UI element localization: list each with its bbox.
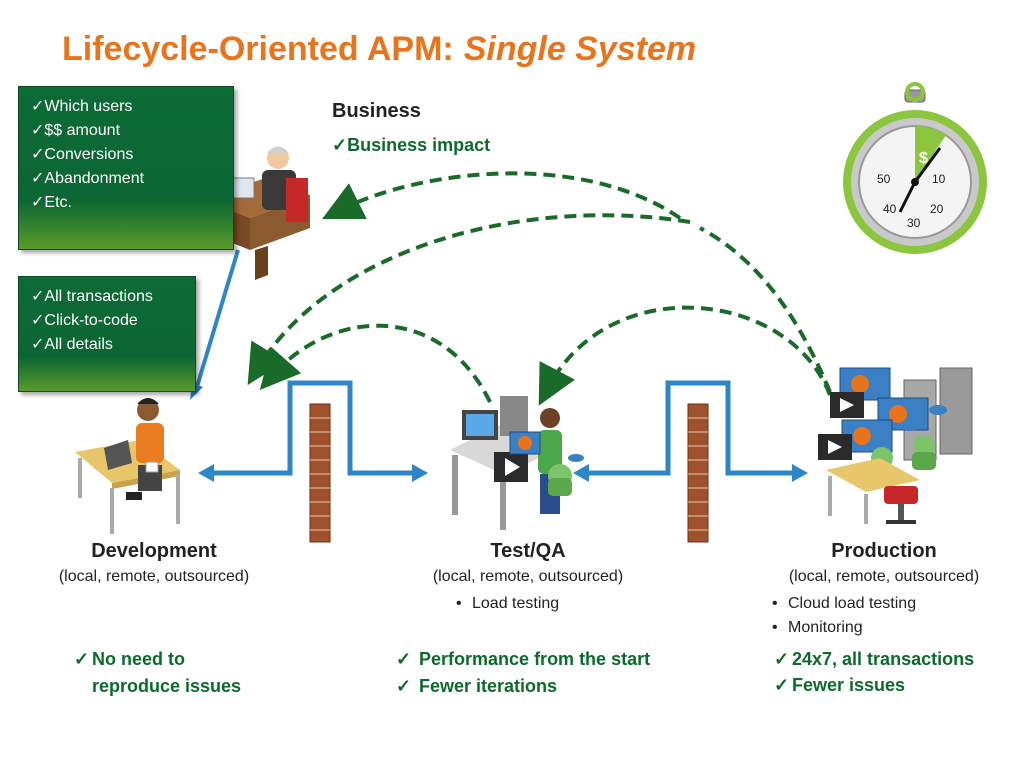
stage-title-testqa: Test/QA <box>490 540 566 562</box>
dev-detail-item: Click-to-code <box>31 309 185 333</box>
business-metrics-box: Which users $$ amount Conversions Abando… <box>18 86 234 250</box>
flow-arrowhead-left-2 <box>573 464 589 482</box>
flow-qa-prod <box>585 380 795 476</box>
check-icon: ✓ <box>774 649 790 669</box>
dashed-arrow-prod-to-business <box>322 171 682 220</box>
stopwatch-label-30: 30 <box>907 216 921 230</box>
benefits-production: ✓24x7, all transactions ✓Fewer issues <box>774 646 974 698</box>
dev-detail-item: All details <box>31 333 185 357</box>
bullet-item: Cloud load testing <box>772 592 916 616</box>
check-icon: ✓ <box>74 649 90 669</box>
business-impact: ✓Business impact <box>332 135 491 155</box>
flow-dev-qa <box>210 380 415 476</box>
flow-arrowhead-left <box>198 464 214 482</box>
stopwatch-label-20: 20 <box>930 202 944 216</box>
check-icon: ✓ <box>396 649 412 669</box>
flow-arrowhead-right <box>412 464 428 482</box>
page-title: Lifecycle-Oriented APM:Single System <box>62 30 696 69</box>
stage-subtitle-production: (local, remote, outsourced) <box>788 568 980 585</box>
bullets-production: Cloud load testing Monitoring <box>772 592 916 640</box>
dev-details-box: All transactions Click-to-code All detai… <box>18 276 196 392</box>
bullets-testqa: Load testing <box>456 592 559 616</box>
stage-subtitle-testqa: (local, remote, outsourced) <box>432 568 624 585</box>
business-metric-item: $$ amount <box>31 119 223 143</box>
stopwatch-symbol: $ <box>919 150 928 167</box>
bullet-item: Monitoring <box>772 616 916 640</box>
stopwatch-icon <box>843 82 987 254</box>
production-servers-icon <box>818 367 973 524</box>
brick-wall-1 <box>309 403 331 543</box>
brick-wall-2 <box>687 403 709 543</box>
title-emphasis: Single System <box>463 30 697 68</box>
stopwatch-label-10: 10 <box>932 172 946 186</box>
check-icon: ✓ <box>396 676 412 696</box>
benefits-testqa: ✓ Performance from the start ✓ Fewer ite… <box>396 646 650 700</box>
business-metric-item: Which users <box>31 95 223 119</box>
developer-icon <box>75 398 180 534</box>
business-metric-item: Conversions <box>31 143 223 167</box>
check-icon: ✓ <box>332 135 348 155</box>
stage-title-production: Production <box>831 540 937 562</box>
dashed-arrow-qa-to-dev <box>259 323 492 403</box>
check-icon: ✓ <box>774 675 790 695</box>
stage-title-development: Development <box>91 540 217 562</box>
connector-line <box>194 249 240 391</box>
stopwatch-label-40: 40 <box>883 202 897 216</box>
title-main: Lifecycle-Oriented APM: <box>62 30 454 68</box>
qa-tester-icon <box>450 396 584 530</box>
stage-subtitle-development: (local, remote, outsourced) <box>58 568 250 585</box>
flow-arrowhead-right-2 <box>792 464 808 482</box>
dev-detail-item: All transactions <box>31 285 185 309</box>
business-heading: Business <box>332 100 421 122</box>
benefits-development: ✓No need to reproduce issues <box>74 646 241 700</box>
business-metric-item: Abandonment <box>31 167 223 191</box>
dashed-arrow-prod-to-qa <box>538 305 832 406</box>
business-metric-item: Etc. <box>31 191 223 215</box>
stopwatch-label-50: 50 <box>877 172 891 186</box>
dashed-arrow-prod-rise <box>699 226 832 393</box>
bullet-item: Load testing <box>456 592 559 616</box>
dashed-arrow-prod-to-dev <box>247 213 691 386</box>
